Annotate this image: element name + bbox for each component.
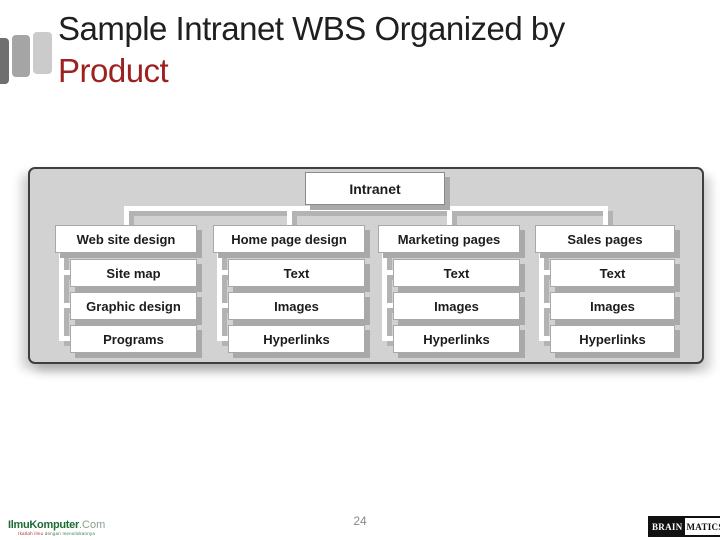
wbs-node-sub: Site map — [70, 259, 197, 287]
ilmukomputer-logo: IlmuKomputer.Com Ikatlah ilmu dengan men… — [8, 518, 106, 537]
connector-stub — [217, 270, 230, 275]
wbs-node-sub: Images — [228, 292, 365, 320]
connector-horizontal — [124, 206, 608, 211]
page-number: 24 — [353, 514, 367, 528]
connector-stub — [382, 303, 395, 308]
wbs-column-home-page-design: Home page design Text Images Hyperlinks — [213, 225, 365, 357]
connector-drop-3 — [447, 206, 452, 225]
connector-stub — [217, 336, 230, 341]
connector-stub — [382, 336, 395, 341]
connector-stub — [539, 303, 552, 308]
connector-stub — [217, 303, 230, 308]
ilmukomputer-logo-suffix: .Com — [78, 519, 106, 531]
wbs-node-sub: Text — [228, 259, 365, 287]
connector-drop-2 — [287, 206, 292, 225]
connector-ladder — [539, 251, 544, 341]
ilmukomputer-tagline: Ikatlah ilmu dengan menuliskannya — [18, 531, 96, 536]
connector-stub — [59, 336, 72, 341]
wbs-node-sub: Images — [550, 292, 675, 320]
connector-ladder — [382, 251, 387, 341]
wbs-node-sub: Hyperlinks — [228, 325, 365, 353]
wbs-node-header: Sales pages — [535, 225, 675, 253]
brainmatics-logo-left: BRAIN — [650, 518, 685, 535]
ilmukomputer-logo-text: IlmuKomputer — [8, 519, 79, 531]
connector-drop-1 — [124, 206, 129, 225]
connector-stub — [59, 303, 72, 308]
title-line-2: Product — [58, 52, 169, 89]
wbs-node-sub: Programs — [70, 325, 197, 353]
connector-stub — [382, 270, 395, 275]
wbs-node-sub: Graphic design — [70, 292, 197, 320]
deco-bar-dark — [0, 38, 9, 84]
deco-bar-medium — [12, 35, 30, 77]
wbs-node-sub: Text — [393, 259, 520, 287]
wbs-node-sub: Hyperlinks — [550, 325, 675, 353]
wbs-column-web-site-design: Web site design Site map Graphic design … — [55, 225, 197, 357]
wbs-node-intranet: Intranet — [305, 172, 445, 205]
connector-drop-4 — [603, 206, 608, 225]
wbs-node-sub: Hyperlinks — [393, 325, 520, 353]
wbs-node-sub: Text — [550, 259, 675, 287]
connector-stub — [59, 270, 72, 275]
title-line-1: Sample Intranet WBS Organized by — [58, 10, 565, 47]
connector-stub — [539, 270, 552, 275]
connector-root-stub — [372, 202, 377, 208]
wbs-column-marketing-pages: Marketing pages Text Images Hyperlinks — [378, 225, 520, 357]
deco-bar-light — [33, 32, 52, 74]
connector-ladder — [59, 251, 64, 341]
slide-title: Sample Intranet WBS Organized by Product — [58, 8, 678, 92]
brainmatics-logo: BRAIN MATICS — [648, 516, 720, 537]
connector-ladder — [217, 251, 222, 341]
wbs-node-header: Home page design — [213, 225, 365, 253]
connector-stub — [539, 336, 552, 341]
brainmatics-logo-right: MATICS — [684, 518, 720, 535]
wbs-node-header: Marketing pages — [378, 225, 520, 253]
wbs-node-header: Web site design — [55, 225, 197, 253]
wbs-column-sales-pages: Sales pages Text Images Hyperlinks — [535, 225, 675, 357]
wbs-node-sub: Images — [393, 292, 520, 320]
